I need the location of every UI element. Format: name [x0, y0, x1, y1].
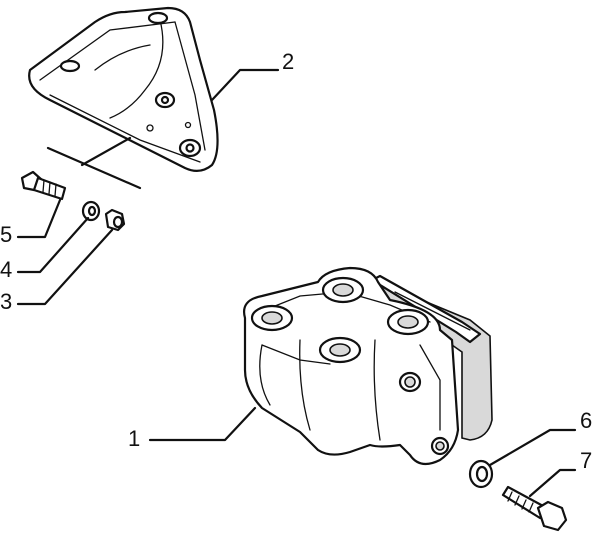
callout-7: 7 [580, 448, 592, 473]
callout-6: 6 [580, 408, 592, 433]
part-4-washer [81, 200, 101, 222]
callout-labels: 2 5 4 3 1 6 7 [0, 49, 592, 473]
callout-2: 2 [282, 49, 294, 74]
callout-4: 4 [0, 257, 12, 282]
part-6-washer [468, 459, 494, 489]
callout-1: 1 [128, 426, 140, 451]
leader-lines [16, 68, 577, 498]
callout-3: 3 [0, 289, 12, 314]
part-1-mount-block [243, 266, 493, 466]
part-7-bolt [501, 485, 568, 532]
part-3-nut [104, 208, 126, 232]
part-2-bracket [28, 6, 219, 172]
part-5-bolt [20, 170, 67, 201]
break-lines [46, 136, 142, 190]
callout-5: 5 [0, 222, 12, 247]
